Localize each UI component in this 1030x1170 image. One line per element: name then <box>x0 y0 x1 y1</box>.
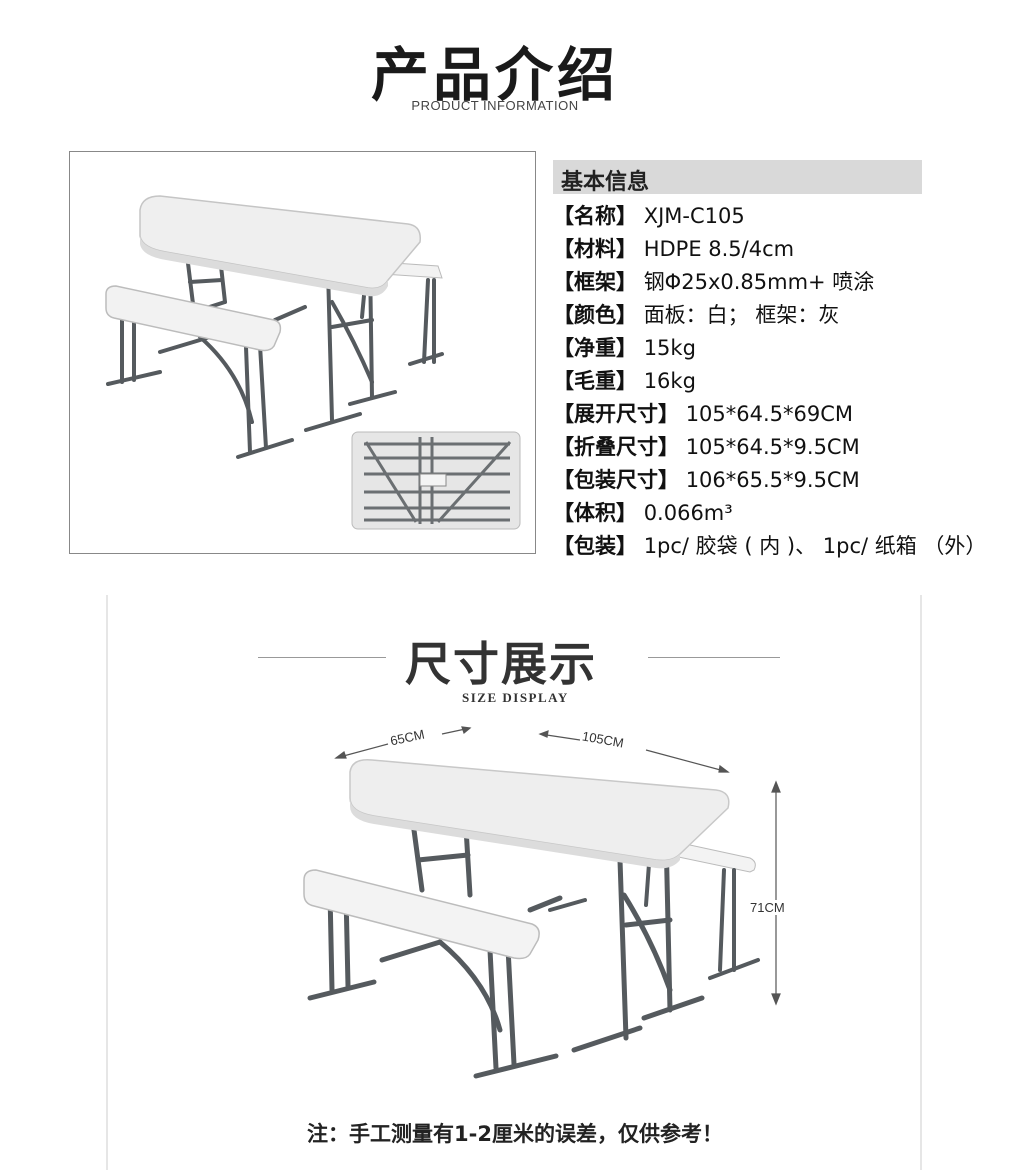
spec-value: 105*64.5*9.5CM <box>685 435 860 459</box>
spec-key: 【材料】 <box>553 237 637 261</box>
spec-key: 【颜色】 <box>553 303 637 327</box>
section-border-right <box>920 595 922 1170</box>
spec-key: 【框架】 <box>553 270 637 294</box>
spec-row-frame: 【框架】 钢Φ25x0.85mm+ 喷涂 <box>553 266 874 296</box>
spec-key: 【体积】 <box>553 501 637 525</box>
spec-row-color: 【颜色】 面板：白； 框架：灰 <box>553 299 839 329</box>
info-heading-bar: 基本信息 <box>553 160 922 195</box>
product-photo <box>69 151 536 554</box>
spec-key: 【折叠尺寸】 <box>553 435 679 459</box>
spec-value: XJM-C105 <box>643 204 745 228</box>
spec-value: HDPE 8.5/4cm <box>643 237 795 261</box>
spec-value: 0.066m³ <box>643 501 733 525</box>
spec-row-package-size: 【包装尺寸】 106*65.5*9.5CM <box>553 464 860 494</box>
size-illustration: 65CM 105CM 71CM <box>290 720 810 1100</box>
spec-row-packing: 【包装】 1pc/ 胶袋 ( 内 )、 1pc/ 纸箱 （外） <box>553 530 986 560</box>
folded-table-inset <box>351 431 521 530</box>
title-rule-left <box>258 657 386 658</box>
height-dimension-label: 71CM <box>750 900 785 915</box>
spec-row-net-weight: 【净重】 15kg <box>553 332 696 362</box>
spec-row-unfolded-size: 【展开尺寸】 105*64.5*69CM <box>553 398 853 428</box>
spec-value: 1pc/ 胶袋 ( 内 )、 1pc/ 纸箱 （外） <box>643 534 987 558</box>
spec-row-volume: 【体积】 0.066m³ <box>553 497 733 527</box>
spec-key: 【净重】 <box>553 336 637 360</box>
measurement-note: 注：手工测量有1-2厘米的误差，仅供参考！ <box>307 1122 723 1146</box>
page-subtitle: PRODUCT INFORMATION <box>411 98 579 113</box>
spec-value: 钢Φ25x0.85mm+ 喷涂 <box>643 270 875 294</box>
spec-row-gross-weight: 【毛重】 16kg <box>553 365 696 395</box>
spec-row-name: 【名称】 XJM-C105 <box>553 200 745 230</box>
size-diagram <box>303 726 781 1079</box>
spec-value: 15kg <box>643 336 696 360</box>
size-title: 尺寸展示 <box>405 637 597 691</box>
spec-key: 【展开尺寸】 <box>553 402 679 426</box>
spec-row-folded-size: 【折叠尺寸】 105*64.5*9.5CM <box>553 431 860 461</box>
info-heading: 基本信息 <box>561 170 650 195</box>
section-border-left <box>106 595 108 1170</box>
size-subtitle: SIZE DISPLAY <box>462 690 569 705</box>
spec-value: 105*64.5*69CM <box>685 402 854 426</box>
spec-value: 106*65.5*9.5CM <box>685 468 860 492</box>
spec-row-material: 【材料】 HDPE 8.5/4cm <box>553 233 794 263</box>
spec-value: 16kg <box>643 369 696 393</box>
spec-key: 【名称】 <box>553 204 637 228</box>
title-rule-right <box>648 657 780 658</box>
spec-key: 【包装】 <box>553 534 637 558</box>
spec-value: 面板：白； 框架：灰 <box>643 303 840 327</box>
table-bench-illustration <box>105 195 521 530</box>
spec-key: 【包装尺寸】 <box>553 468 679 492</box>
page-title: 产品介绍 <box>370 41 619 109</box>
spec-key: 【毛重】 <box>553 369 637 393</box>
